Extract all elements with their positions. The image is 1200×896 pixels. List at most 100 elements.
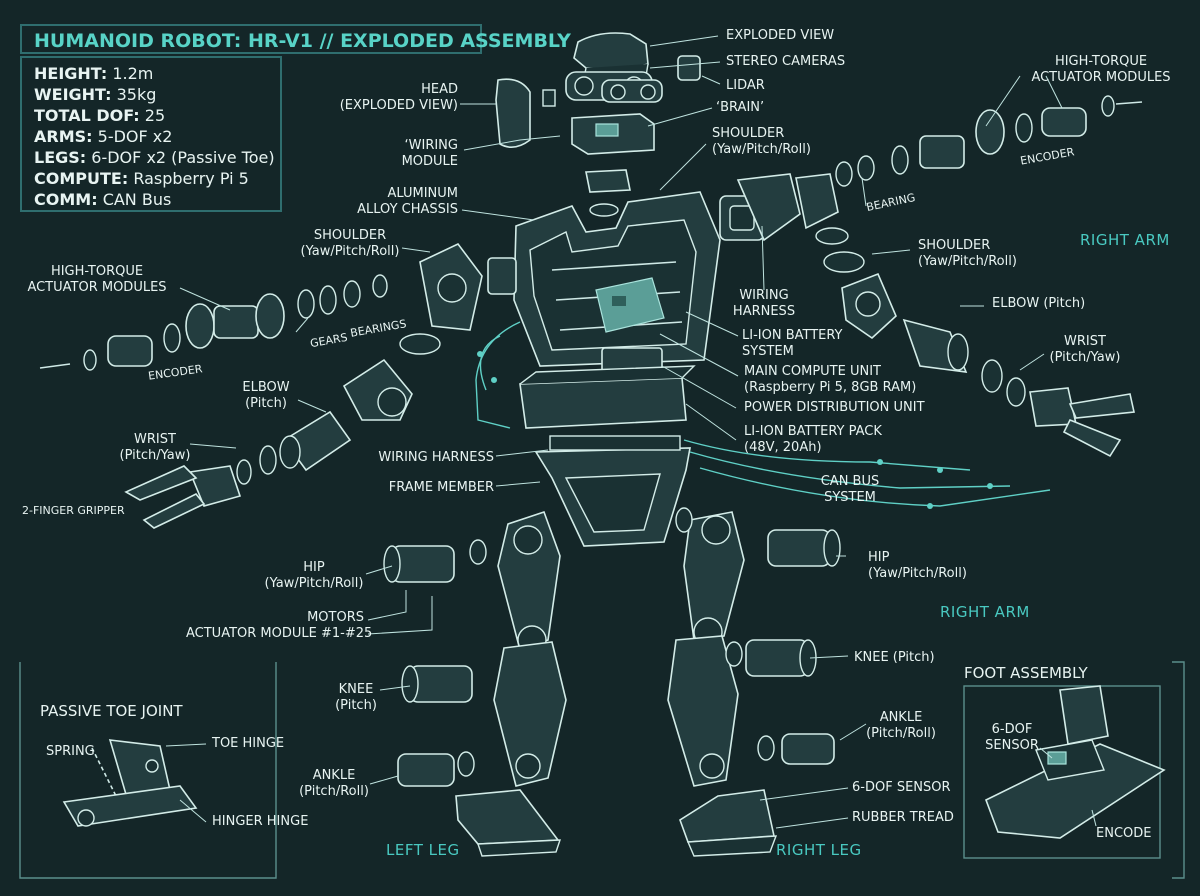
- left-thigh: [497, 510, 561, 655]
- lidar-unit: [677, 55, 701, 81]
- right-forearm-actuator: [902, 318, 969, 373]
- right-thigh: [683, 511, 745, 647]
- label-shoulder-right-top: SHOULDER (Yaw/Pitch/Roll): [712, 126, 811, 157]
- wiring-harness: [475, 321, 1051, 509]
- left-wrist-ring: [259, 445, 277, 475]
- right-ankle-actuator: [757, 733, 835, 765]
- label-head: HEAD (EXPLODED VIEW): [339, 82, 458, 113]
- right-hip-actuator: [675, 507, 841, 567]
- label-exploded-view: EXPLODED VIEW: [726, 28, 835, 43]
- label-hip-left: HIP (Yaw/Pitch/Roll): [264, 560, 364, 591]
- left-knee-actuator: [401, 665, 473, 703]
- left-elbow: [342, 358, 413, 421]
- label-actuator-modules-left: HIGH-TORQUE ACTUATOR MODULES: [27, 264, 167, 295]
- spec-total-dof: TOTAL DOF: 25: [34, 106, 166, 125]
- left-shoulder: [419, 242, 517, 331]
- label-stereo-cameras: STEREO CAMERAS: [726, 54, 846, 69]
- spec-arms: ARMS: 5-DOF x2: [34, 127, 173, 146]
- left-ankle-actuator: [397, 751, 475, 787]
- page-title: HUMANOID ROBOT: HR-V1 // EXPLODED ASSEMB…: [34, 30, 571, 52]
- label-gripper: 2-FINGER GRIPPER: [22, 504, 125, 517]
- label-ankle-left: ANKLE (Pitch/Roll): [299, 768, 369, 799]
- label-wiring-module: ‘WIRING MODULE: [401, 138, 458, 169]
- head-connector: [542, 89, 556, 107]
- left-arm-bearing: [399, 333, 441, 355]
- spec-height: HEIGHT: 1.2m: [34, 64, 154, 83]
- label-battery-pack: LI-ION BATTERY PACK (48V, 20Ah): [744, 424, 882, 455]
- label-hinger-hinge: HINGER HINGE: [212, 814, 309, 829]
- label-right-arm-mid: RIGHT ARM: [940, 603, 1030, 621]
- label-shoulder-left: SHOULDER (Yaw/Pitch/Roll): [300, 228, 400, 259]
- label-foot-assembly-title: FOOT ASSEMBLY: [964, 664, 1088, 682]
- label-knee-right: KNEE (Pitch): [854, 650, 935, 665]
- foot-assembly-bracket: [1172, 661, 1185, 879]
- label-ankle-right: ANKLE (Pitch/Roll): [866, 710, 936, 741]
- label-frame-member: FRAME MEMBER: [388, 480, 494, 495]
- passive-toe-frame: [19, 662, 277, 879]
- title-box: HUMANOID ROBOT: HR-V1 // EXPLODED ASSEMB…: [20, 24, 571, 54]
- label-toe-hinge: TOE HINGE: [212, 736, 285, 751]
- left-foot: [455, 789, 561, 857]
- right-gripper: [1029, 387, 1135, 458]
- label-shoulder-right: SHOULDER (Yaw/Pitch/Roll): [918, 238, 1017, 269]
- right-foot: [679, 789, 778, 857]
- left-shin: [493, 641, 567, 787]
- right-wrist-ring: [981, 359, 1003, 393]
- label-battery-system: LI-ION BATTERY SYSTEM: [742, 328, 843, 359]
- spec-legs: LEGS: 6-DOF x2 (Passive Toe): [34, 148, 275, 167]
- right-actuator-chain: [835, 95, 1143, 187]
- label-six-dof-sensor: 6-DOF SENSOR: [852, 780, 951, 795]
- head-faceplate: [495, 78, 531, 148]
- label-can-bus: CAN BUS SYSTEM: [820, 474, 880, 505]
- spec-comm: COMM: CAN Bus: [34, 190, 172, 209]
- brain-module: [571, 113, 655, 155]
- label-brain: ‘BRAIN’: [716, 100, 765, 115]
- label-spring: SPRING: [46, 744, 95, 759]
- spec-compute: COMPUTE: Raspberry Pi 5: [34, 169, 249, 188]
- label-main-compute: MAIN COMPUTE UNIT (Raspberry Pi 5, 8GB R…: [744, 364, 917, 395]
- label-aluminum-chassis: ALUMINUM ALLOY CHASSIS: [357, 186, 458, 217]
- torso-chassis: [513, 191, 721, 367]
- right-shin: [667, 635, 739, 787]
- label-elbow-right: ELBOW (Pitch): [992, 296, 1086, 311]
- left-actuator-chain: [39, 274, 388, 371]
- compute-board: [595, 277, 665, 333]
- right-knee-actuator: [725, 639, 817, 677]
- right-shoulder: [719, 173, 839, 242]
- label-rubber-tread: RUBBER TREAD: [852, 810, 954, 825]
- neck-ring: [585, 169, 631, 193]
- label-lidar: LIDAR: [726, 78, 765, 93]
- label-hip-right: HIP (Yaw/Pitch/Roll): [868, 550, 967, 581]
- label-elbow-left: ELBOW (Pitch): [242, 380, 290, 411]
- battery-pack: [519, 377, 687, 429]
- label-left-leg: LEFT LEG: [386, 841, 460, 859]
- label-actuator-modules-right: HIGH-TORQUE ACTUATOR MODULES: [1031, 54, 1171, 85]
- stereo-cameras: [565, 71, 663, 103]
- label-right-leg: RIGHT LEG: [776, 841, 862, 859]
- neck-bearing: [589, 203, 619, 217]
- left-hip-actuator: [383, 539, 487, 583]
- lower-frame-plate: [549, 435, 681, 451]
- right-upper-arm: [841, 272, 897, 340]
- label-motors: MOTORS ACTUATOR MODULE #1-#25: [186, 610, 373, 641]
- label-wrist-left: WRIST (Pitch/Yaw): [119, 432, 191, 463]
- spec-weight: WEIGHT: 35kg: [34, 85, 157, 104]
- label-wiring-harness-lower: WIRING HARNESS: [378, 450, 494, 465]
- leader-lines: [165, 35, 1097, 829]
- foot-assembly-illustration: [984, 685, 1166, 839]
- label-passive-toe-title: PASSIVE TOE JOINT: [40, 702, 183, 720]
- left-gripper: [124, 465, 242, 529]
- specs-box: HEIGHT: 1.2m WEIGHT: 35kg TOTAL DOF: 25 …: [20, 56, 282, 212]
- label-wrist-right: WRIST (Pitch/Yaw): [1049, 334, 1121, 365]
- passive-toe-illustration: [62, 739, 198, 827]
- label-wiring-harness-torso: WIRING HARNESS: [732, 288, 796, 319]
- label-knee-left: KNEE (Pitch): [335, 682, 377, 713]
- label-foot-sensor: 6-DOF SENSOR: [985, 722, 1039, 753]
- label-encode: ENCODE: [1096, 826, 1152, 841]
- left-forearm-actuator: [279, 410, 352, 472]
- label-right-arm-top: RIGHT ARM: [1080, 231, 1170, 249]
- label-power-distribution: POWER DISTRIBUTION UNIT: [744, 400, 925, 415]
- right-arm-bearing: [815, 227, 849, 245]
